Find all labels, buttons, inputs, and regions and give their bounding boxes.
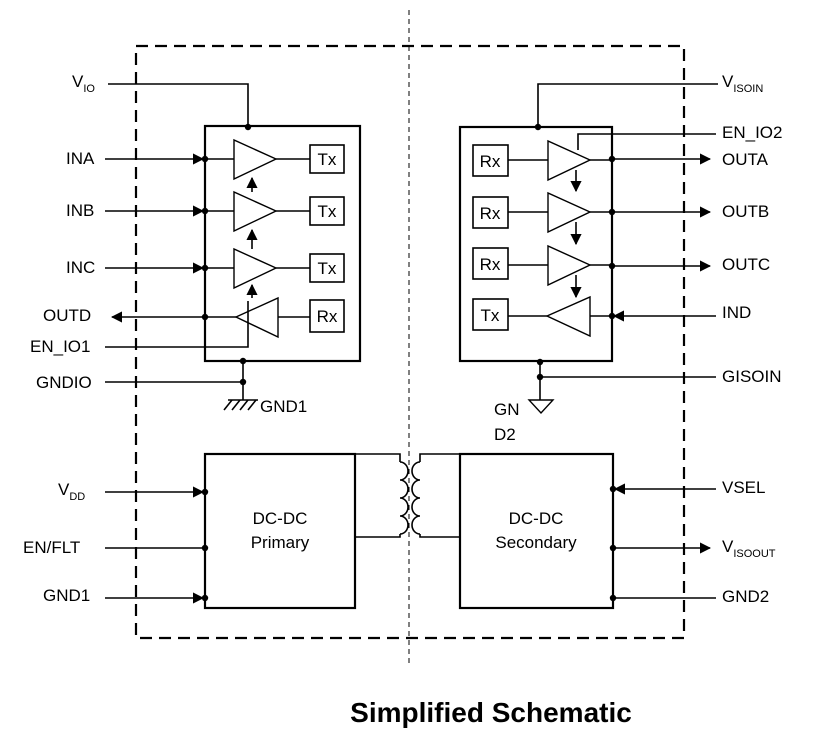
svg-text:Primary: Primary (251, 533, 310, 552)
svg-text:Tx: Tx (318, 150, 337, 169)
svg-text:Rx: Rx (317, 307, 338, 326)
left-ground-tap (239, 357, 247, 400)
dcdc-secondary-block: DC-DC Secondary (458, 452, 615, 610)
svg-text:OUTB: OUTB (722, 202, 769, 221)
gnd2-ground-symbol: GN D2 (494, 399, 555, 444)
gndio-pin: GNDIO (36, 373, 247, 392)
svg-text:GN: GN (494, 400, 520, 419)
visoin-pin: VISOIN (534, 72, 763, 131)
svg-text:VSEL: VSEL (722, 478, 765, 497)
svg-text:EN/FLT: EN/FLT (23, 538, 80, 557)
svg-text:OUTA: OUTA (722, 150, 769, 169)
package-boundary (134, 44, 686, 640)
right-channel-a: Rx (472, 139, 612, 182)
svg-text:DC-DC: DC-DC (253, 509, 308, 528)
inb-pin: INB (66, 201, 209, 220)
visoout-pin: VISOOUT (609, 537, 776, 560)
right-channel-b: Rx (472, 191, 612, 234)
left-isolator-block (203, 124, 362, 363)
svg-text:INB: INB (66, 201, 94, 220)
svg-text:GNDIO: GNDIO (36, 373, 92, 392)
en-io2-pin: EN_IO2 (577, 123, 782, 150)
inc-pin: INC (66, 258, 209, 277)
outd-pin: OUTD (43, 306, 209, 325)
ind-pin: IND (608, 303, 751, 322)
outb-pin: OUTB (608, 202, 769, 221)
outc-pin: OUTC (608, 255, 770, 274)
svg-text:IND: IND (722, 303, 751, 322)
vsel-pin: VSEL (609, 478, 765, 497)
svg-text:GND2: GND2 (722, 587, 769, 606)
svg-text:OUTD: OUTD (43, 306, 91, 325)
gnd2-pin: GND2 (609, 587, 769, 606)
svg-text:INA: INA (66, 149, 95, 168)
isolation-transformer (355, 453, 460, 538)
left-channel-a: Tx (205, 138, 345, 181)
svg-text:Secondary: Secondary (495, 533, 577, 552)
svg-text:D2: D2 (494, 425, 516, 444)
right-channel-d: Tx (472, 295, 612, 338)
svg-text:OUTC: OUTC (722, 255, 770, 274)
svg-text:VISOOUT: VISOOUT (722, 537, 776, 560)
vdd-pin: VDD (58, 480, 209, 503)
svg-text:DC-DC: DC-DC (509, 509, 564, 528)
left-channel-c: Tx (205, 247, 345, 290)
svg-text:Tx: Tx (318, 259, 337, 278)
svg-text:EN_IO2: EN_IO2 (722, 123, 782, 142)
svg-text:GND1: GND1 (43, 586, 90, 605)
svg-text:GND1: GND1 (260, 397, 307, 416)
vio-pin: VIO (72, 72, 252, 131)
en-io1-pin: EN_IO1 (30, 337, 249, 356)
dcdc-primary-block: DC-DC Primary (203, 452, 357, 610)
svg-text:VIO: VIO (72, 72, 95, 95)
svg-text:Tx: Tx (481, 306, 500, 325)
left-channel-b: Tx (205, 190, 345, 233)
left-channel-d: Rx (205, 296, 345, 339)
svg-text:VISOIN: VISOIN (722, 72, 763, 95)
left-enable-chain (246, 176, 258, 337)
gisoin-pin: GISOIN (536, 367, 782, 386)
svg-text:INC: INC (66, 258, 95, 277)
diagram-title: Simplified Schematic (350, 697, 632, 728)
svg-text:Rx: Rx (480, 255, 501, 274)
right-channel-c: Rx (472, 244, 612, 287)
gnd1-ground-symbol: GND1 (223, 397, 307, 416)
en-flt-pin: EN/FLT (23, 538, 209, 557)
svg-text:Rx: Rx (480, 152, 501, 171)
svg-text:EN_IO1: EN_IO1 (30, 337, 90, 356)
svg-text:Rx: Rx (480, 204, 501, 223)
svg-text:GISOIN: GISOIN (722, 367, 782, 386)
gnd1-pin: GND1 (43, 586, 209, 605)
svg-text:Tx: Tx (318, 202, 337, 221)
outa-pin: OUTA (608, 150, 769, 169)
svg-text:VDD: VDD (58, 480, 85, 503)
right-ground-tap (536, 358, 544, 400)
